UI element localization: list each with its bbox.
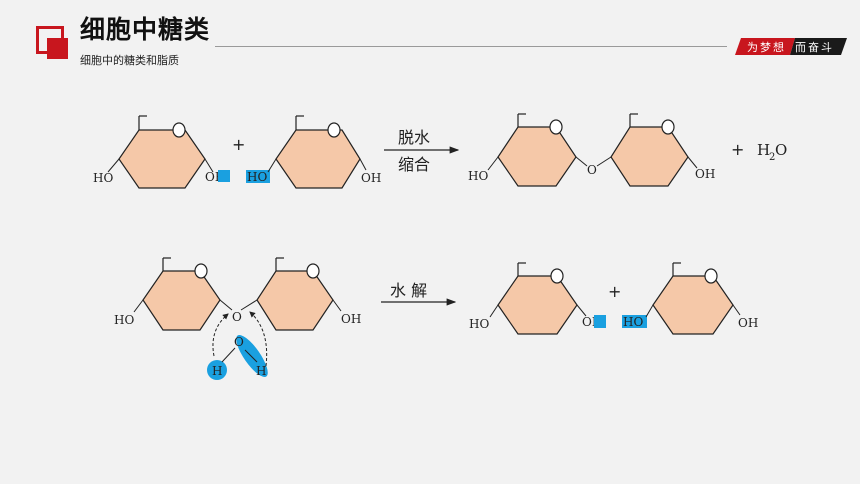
slogan-badge: 为梦想 而奋斗 [735, 38, 847, 55]
header-divider [215, 46, 727, 47]
o-bridge-label-1: O [587, 163, 597, 177]
water-formula: H 2 O [757, 141, 787, 163]
water-h-right-label: H [256, 364, 266, 378]
condensation-label-top: 脱水 [398, 128, 430, 147]
slogan-text-red: 为梦想 [747, 41, 786, 54]
plus-sign-3: + [608, 282, 621, 301]
highlight-marker-4 [622, 315, 647, 328]
highlight-marker-1 [218, 170, 230, 182]
slogan-background [735, 38, 847, 55]
highlight-marker-3 [594, 315, 606, 328]
disaccharide-product-1 [487, 113, 698, 187]
ho-label-4: HO [114, 313, 134, 327]
ho-label-3: HO [468, 169, 488, 183]
ho-label-5: HO [469, 317, 489, 331]
hydrolysis-label: 水 解 [390, 281, 427, 300]
water-o-label: O [234, 335, 244, 349]
plus-sign-2: + [731, 140, 744, 159]
ho-label-2: HO [247, 170, 267, 184]
row-2-hydrolysis: HO O OH H O H 水 解 [114, 257, 758, 380]
monosaccharide-ring-2 [267, 115, 367, 189]
water-oh-group [236, 335, 268, 377]
condensation-label-bottom: 缩合 [398, 155, 430, 174]
monosaccharide-ring-4 [645, 262, 741, 335]
water-o: O [775, 141, 787, 159]
dashed-arrow-right [249, 311, 268, 367]
oh-label-4: OH [341, 312, 361, 326]
highlight-marker-2 [246, 170, 270, 183]
water-h-left-label: H [212, 364, 222, 378]
monosaccharide-ring-3 [489, 262, 587, 335]
monosaccharide-ring-1 [107, 115, 214, 189]
water-molecule: H O H [207, 311, 268, 380]
page-subtitle: 细胞中的糖类和脂质 [80, 54, 179, 67]
water-subscript: 2 [769, 152, 775, 163]
disaccharide-reactant [133, 257, 342, 331]
row-1-condensation: HO OH + HO OH 脱水 缩合 [93, 113, 787, 189]
dashed-arrow-left [212, 313, 229, 357]
oh-label-3: OH [695, 167, 715, 181]
slogan-text-dark: 而奋斗 [795, 41, 834, 54]
ho-label-6: HO [623, 315, 643, 329]
logo-square-fill [47, 38, 68, 59]
page-title: 细胞中糖类 [80, 15, 211, 44]
ho-label-1: HO [93, 171, 113, 185]
o-bridge-label-2: O [232, 310, 242, 324]
oh-label-2: OH [361, 171, 381, 185]
water-h-atom-left [207, 360, 227, 380]
oh-label-6: OH [738, 316, 758, 330]
plus-sign-1: + [232, 135, 245, 154]
water-h: H [757, 141, 770, 159]
